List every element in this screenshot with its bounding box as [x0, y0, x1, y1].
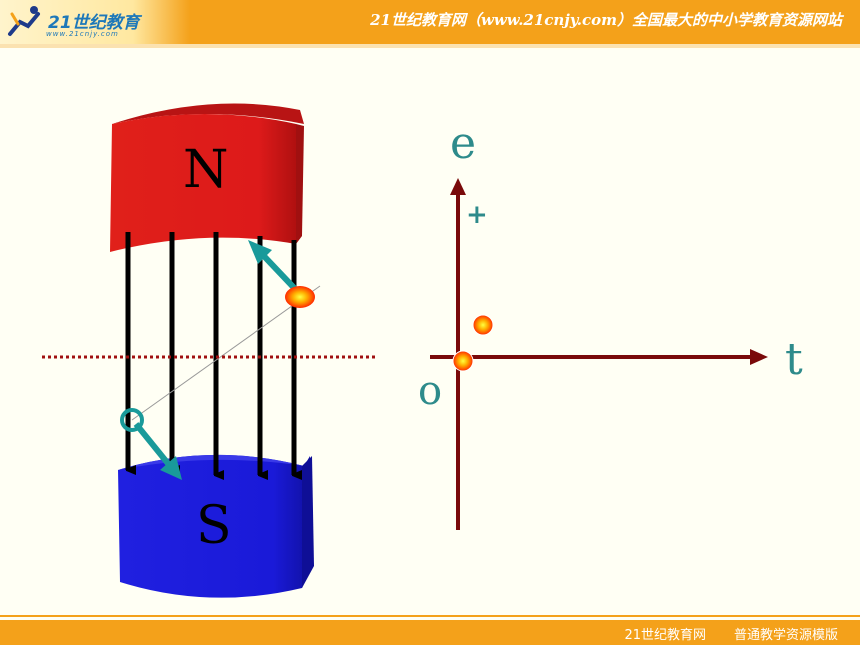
footer-brand: 21世纪教育网 — [624, 628, 706, 643]
positive-sign-label: + — [466, 200, 488, 230]
footer-text: 21世纪教育网 普通教学资源模版 — [624, 624, 838, 643]
header-strip — [0, 44, 860, 48]
velocity-arrow-bottom — [133, 422, 182, 480]
footer-tagline: 普通教学资源模版 — [733, 628, 838, 643]
graph-axes — [430, 178, 768, 530]
north-pole-magnet — [110, 103, 304, 252]
magnetic-field-lines — [125, 232, 294, 475]
coil-diameter-line — [131, 285, 321, 421]
velocity-arrow-top — [248, 240, 301, 295]
graph-point — [472, 314, 494, 336]
axis-label-e: e — [450, 118, 477, 169]
header-logo-area: 21世纪教育 www.21cnjy.com — [0, 0, 190, 44]
footer-line — [0, 615, 860, 617]
runner-logo-icon — [8, 6, 40, 36]
south-label: S — [196, 496, 232, 556]
conductor-dot-top — [285, 286, 315, 308]
axis-label-t: t — [785, 334, 803, 385]
logo-text: 21世纪教育 — [48, 13, 140, 33]
origin-label: o — [418, 368, 443, 414]
north-label: N — [183, 140, 229, 200]
conductor-ring-bottom — [120, 408, 144, 432]
graph-origin-point — [452, 350, 474, 372]
logo-url: www.21cnjy.com — [46, 30, 119, 38]
header-title: 21世纪教育网（www.21cnjy.com）全国最大的中小学教育资源网站 — [370, 11, 842, 29]
footer-bar — [0, 620, 860, 645]
horizontal-axis-arrow-icon — [750, 349, 768, 365]
vertical-axis-arrow-icon — [450, 178, 466, 195]
